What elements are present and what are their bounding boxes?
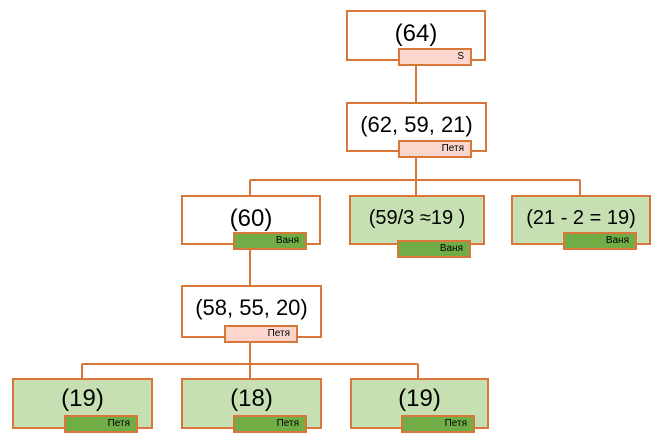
node-level2-right-value: (21 - 2 = 19): [526, 207, 636, 229]
node-level2-mid: (59/3 ≈19 ): [349, 195, 485, 245]
node-level2-left-value: (60): [229, 205, 273, 232]
node-leaf-2-tag: Петя: [233, 415, 307, 433]
node-level3-tag: Петя: [224, 325, 298, 343]
node-root-tag: S: [398, 48, 472, 66]
node-level3: (58, 55, 20): [181, 285, 322, 338]
node-level3-value: (58, 55, 20): [195, 295, 308, 320]
node-level1-value: (62, 59, 21): [360, 112, 473, 137]
node-level2-mid-tag: Ваня: [397, 240, 471, 258]
node-root-value: (64): [394, 20, 438, 47]
node-level2-mid-value: (59/3 ≈19 ): [368, 207, 466, 229]
node-leaf-3-tag: Петя: [401, 415, 475, 433]
node-leaf-3-value: (19): [398, 385, 441, 412]
node-level2-left-tag: Ваня: [233, 232, 307, 250]
node-level2-right-tag: Ваня: [563, 232, 637, 250]
node-leaf-1-value: (19): [61, 385, 104, 412]
node-level1-tag: Петя: [398, 140, 472, 158]
node-leaf-2-value: (18): [230, 385, 273, 412]
node-leaf-1-tag: Петя: [64, 415, 138, 433]
